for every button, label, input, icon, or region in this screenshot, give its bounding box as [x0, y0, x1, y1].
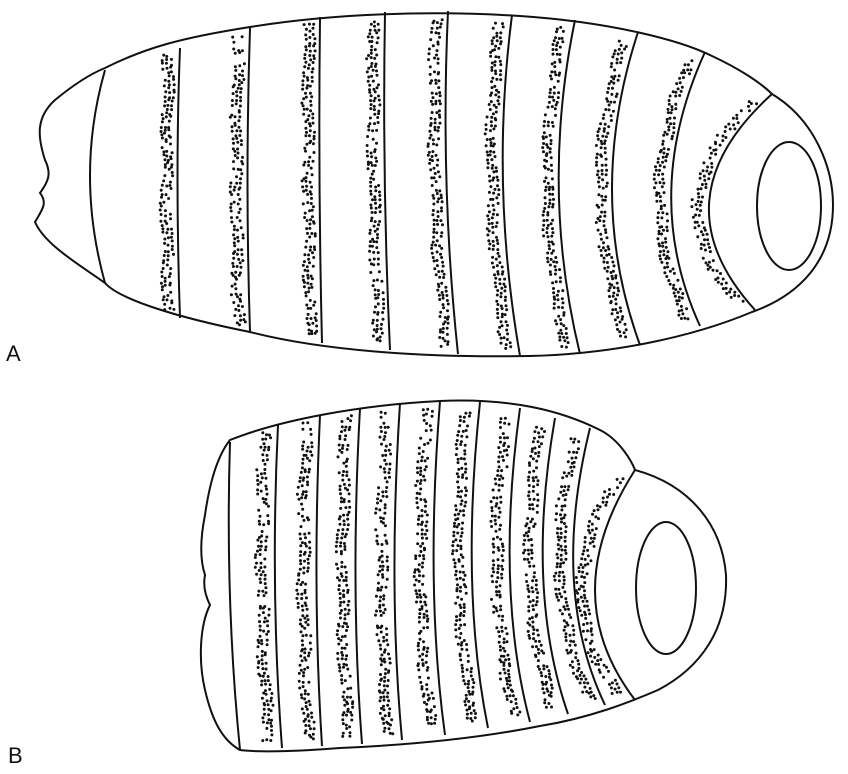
larva-b-spiracle [636, 522, 696, 654]
larva-a-denticle-band [484, 22, 513, 350]
larva-a-denticle-band [159, 54, 176, 312]
larva-b-denticle-band [451, 412, 477, 723]
panel-label-a: A [6, 343, 21, 365]
larva-a-segment-seam [446, 11, 458, 354]
larva-a-segment-seam [90, 70, 105, 283]
larva-a-segment-seam [559, 20, 580, 354]
larva-b-denticle-band [254, 431, 275, 742]
larva-a-body-outline [35, 13, 833, 356]
larva-a-segment-seam [319, 17, 322, 343]
larva-a-denticle-band [300, 23, 318, 336]
larva-b-segment-seam [275, 425, 282, 748]
larva-a-denticle-band [229, 35, 247, 326]
larva-b-denticle-band [295, 421, 315, 740]
larva-b-denticle-band [490, 417, 522, 717]
larva-a-drawing [35, 11, 833, 356]
larva-b-drawing [201, 401, 726, 752]
larva-b-segment-seam [595, 470, 635, 700]
panel-label-b: B [8, 745, 23, 767]
larva-b-segment-seam [229, 442, 240, 750]
larva-b-denticle-band [553, 437, 597, 700]
larva-a-segment-seam [178, 48, 181, 318]
larva-b-denticle-band [575, 477, 625, 695]
larva-a-denticle-band [690, 100, 758, 303]
larva-a-segment-seam [384, 12, 390, 350]
larva-b-segment-seam [355, 408, 362, 744]
larva-b-segment-seam [434, 401, 445, 735]
larva-b-denticle-band [335, 414, 354, 738]
larva-b-segment-seam [510, 408, 530, 722]
larva-b-segment-seam [394, 403, 402, 740]
larva-b-denticle-band [374, 411, 394, 736]
larva-b-segment-seam [543, 418, 568, 714]
larva-a-segment-seam [248, 28, 251, 332]
larva-a-denticle-band [365, 20, 385, 342]
larva-b-denticle-band [522, 426, 554, 709]
larva-a-spiracle [757, 142, 821, 270]
larva-b-segment-seam [316, 415, 322, 746]
